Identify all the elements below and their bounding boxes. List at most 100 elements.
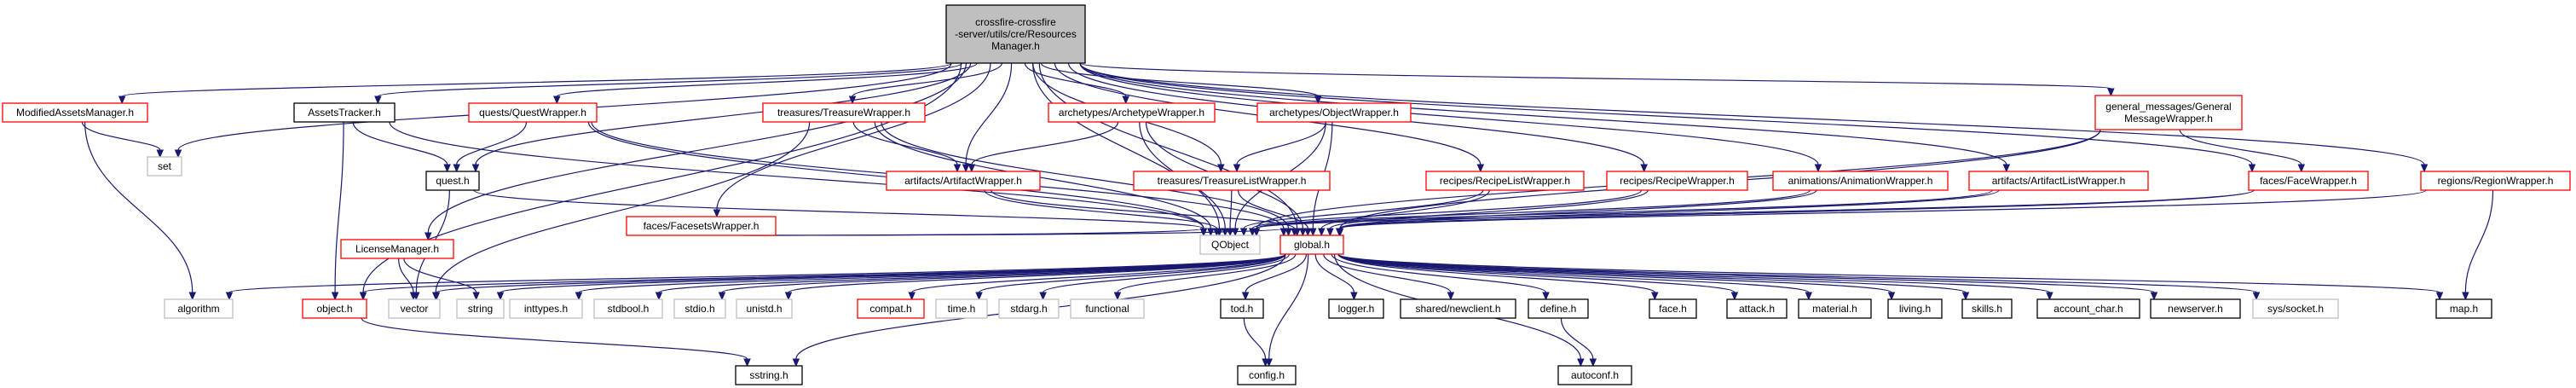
node-label-vector: vector bbox=[401, 303, 429, 315]
edge-arrow-global_h-to-unistd bbox=[784, 292, 793, 301]
edge-arrow-root-to-assets_tracker bbox=[374, 96, 382, 105]
node-label-sstring: sstring.h bbox=[749, 369, 788, 381]
node-label-stdio: stdio.h bbox=[684, 303, 714, 315]
node-root[interactable]: crossfire-crossfire-server/utils/cre/Res… bbox=[945, 4, 1086, 64]
edge-arrow-global_h-to-autoconf bbox=[1577, 358, 1585, 368]
edge-arrow-global_h-to-time_h bbox=[975, 292, 983, 301]
node-compat[interactable]: compat.h bbox=[857, 298, 925, 319]
node-label-global-h: global.h bbox=[1294, 239, 1330, 251]
node-box-recipe-wrapper bbox=[1606, 171, 1748, 191]
node-box-stdio bbox=[673, 298, 726, 319]
node-box-map-h bbox=[2435, 298, 2492, 319]
node-logger[interactable]: logger.h bbox=[1328, 298, 1384, 319]
node-quest-wrapper[interactable]: quests/QuestWrapper.h bbox=[468, 102, 598, 123]
edge-arrow-global_h-to-attack bbox=[1730, 292, 1739, 301]
node-box-time-h bbox=[935, 298, 988, 319]
edge-license_manager-to-vector bbox=[398, 258, 414, 293]
edge-arrow-root-to-set bbox=[174, 149, 182, 159]
edge-root-to-assets_tracker bbox=[377, 62, 963, 97]
node-face[interactable]: face.h bbox=[1649, 298, 1697, 319]
edge-arrow-global_h-to-define bbox=[1542, 292, 1550, 301]
node-label-set: set bbox=[158, 160, 172, 172]
node-modified-assets[interactable]: ModifiedAssetsManager.h bbox=[2, 102, 148, 123]
edge-arrow-faces_wrapper-to-global_h bbox=[1279, 228, 1288, 237]
node-box-socket bbox=[2252, 298, 2339, 319]
edge-root-to-face_wrapper bbox=[1079, 62, 2253, 165]
node-box-functional bbox=[1070, 298, 1145, 319]
node-autoconf[interactable]: autoconf.h bbox=[1557, 365, 1632, 385]
node-living[interactable]: living.h bbox=[1887, 298, 1943, 319]
node-label-quest-h: quest.h bbox=[436, 175, 469, 187]
edge-arrow-root-to-modified_assets bbox=[118, 96, 126, 105]
node-face-wrapper[interactable]: faces/FaceWrapper.h bbox=[2248, 171, 2369, 191]
node-artifact-list-wrapper[interactable]: artifacts/ArtifactListWrapper.h bbox=[1968, 171, 2149, 191]
node-quest-h[interactable]: quest.h bbox=[425, 171, 480, 191]
node-attack[interactable]: attack.h bbox=[1726, 298, 1788, 319]
edge-license_manager-to-string bbox=[403, 258, 477, 293]
node-material[interactable]: material.h bbox=[1798, 298, 1872, 319]
edge-arrow-object_h-to-sstring bbox=[743, 358, 751, 368]
node-archetype-wrapper[interactable]: archetypes/ArchetypeWrapper.h bbox=[1048, 102, 1216, 123]
node-sstring[interactable]: sstring.h bbox=[735, 365, 803, 385]
node-assets-tracker[interactable]: AssetsTracker.h bbox=[293, 102, 396, 123]
node-box-stdarg bbox=[998, 298, 1060, 319]
edge-arrow-global_h-to-stdarg bbox=[1039, 292, 1047, 301]
edge-root-to-quest_wrapper bbox=[556, 62, 978, 97]
node-box-sstring bbox=[735, 365, 803, 385]
node-faces-wrapper[interactable]: faces/FacesetsWrapper.h bbox=[626, 216, 777, 236]
edge-treasure_wrapper-to-vector bbox=[435, 121, 811, 293]
node-newclient[interactable]: shared/newclient.h bbox=[1400, 298, 1516, 319]
node-newserver[interactable]: newserver.h bbox=[2150, 298, 2241, 319]
edge-arrow-root-to-region_wrapper bbox=[2420, 164, 2429, 173]
edge-arrow-global_h-to-material bbox=[1805, 292, 1813, 301]
node-license-manager[interactable]: LicenseManager.h bbox=[340, 239, 454, 259]
node-box-stdbool bbox=[593, 298, 663, 319]
node-treasure-wrapper[interactable]: treasures/TreasureWrapper.h bbox=[762, 102, 926, 123]
edge-arrow-global_h-to-compat bbox=[908, 292, 915, 301]
edge-arrow-recipe_list_wrapper-to-qobject bbox=[1239, 228, 1248, 237]
node-skills[interactable]: skills.h bbox=[1961, 298, 2013, 319]
node-box-assets-tracker bbox=[293, 102, 396, 123]
node-label-quest-wrapper: quests/QuestWrapper.h bbox=[479, 107, 586, 119]
node-animation-wrapper[interactable]: animations/AnimationWrapper.h bbox=[1772, 171, 1949, 191]
node-object-h[interactable]: object.h bbox=[302, 298, 367, 319]
edge-global_h-to-stdio bbox=[721, 253, 1286, 293]
node-artifact-wrapper[interactable]: artifacts/ArtifactWrapper.h bbox=[886, 171, 1041, 191]
edge-arrow-root-to-license_manager bbox=[425, 232, 432, 241]
edge-assets_tracker-to-qobject bbox=[389, 121, 1204, 229]
node-label-define: define.h bbox=[1540, 303, 1577, 315]
edge-arrow-global_h-to-newclient bbox=[1447, 292, 1455, 301]
edge-artifact_list_wrapper-to-global_h bbox=[1339, 189, 2000, 229]
edge-global_h-to-inttypes bbox=[578, 253, 1286, 293]
edge-arrow-treasure_wrapper-to-global_h bbox=[1285, 228, 1292, 237]
node-region-wrapper[interactable]: regions/RegionWrapper.h bbox=[2420, 171, 2571, 191]
edge-root-to-license_manager bbox=[427, 62, 967, 234]
node-treasure-list-wrapper[interactable]: treasures/TreasureListWrapper.h bbox=[1133, 171, 1331, 191]
node-config[interactable]: config.h bbox=[1237, 365, 1297, 385]
edge-object_wrapper-to-treasure_list_wrapper bbox=[1236, 121, 1326, 165]
node-recipe-wrapper[interactable]: recipes/RecipeWrapper.h bbox=[1606, 171, 1748, 191]
edge-root-to-quest_h bbox=[475, 62, 972, 165]
node-label-face-wrapper: faces/FaceWrapper.h bbox=[2260, 175, 2357, 187]
node-box-treasure-list-wrapper bbox=[1133, 171, 1331, 191]
edge-object_h-to-sstring bbox=[361, 317, 748, 360]
node-define[interactable]: define.h bbox=[1528, 298, 1589, 319]
edge-arrow-archetype_wrapper-to-qobject bbox=[1221, 228, 1229, 237]
node-tod[interactable]: tod.h bbox=[1220, 298, 1264, 319]
edge-arrow-root-to-face_wrapper bbox=[2248, 164, 2256, 173]
node-map-h[interactable]: map.h bbox=[2435, 298, 2492, 319]
node-recipe-list-wrapper[interactable]: recipes/RecipeListWrapper.h bbox=[1425, 171, 1585, 191]
node-label-account-char: account_char.h bbox=[2053, 303, 2123, 315]
edge-assets_tracker-to-quest_h bbox=[352, 121, 448, 165]
node-global-h[interactable]: global.h bbox=[1279, 235, 1344, 255]
edge-global_h-to-face bbox=[1337, 253, 1655, 293]
edge-treasure_list_wrapper-to-global_h bbox=[1237, 189, 1308, 229]
edge-region_wrapper-to-global_h bbox=[1339, 189, 2427, 229]
edge-arrow-treasure_list_wrapper-to-qobject bbox=[1226, 228, 1234, 237]
edge-arrow-global_h-to-logger bbox=[1350, 292, 1358, 301]
node-object-wrapper[interactable]: archetypes/ObjectWrapper.h bbox=[1256, 102, 1412, 123]
node-account-char[interactable]: account_char.h bbox=[2036, 298, 2140, 319]
edge-arrow-define-to-autoconf bbox=[1589, 358, 1597, 368]
edge-arrow-global_h-to-algorithm bbox=[225, 292, 234, 301]
